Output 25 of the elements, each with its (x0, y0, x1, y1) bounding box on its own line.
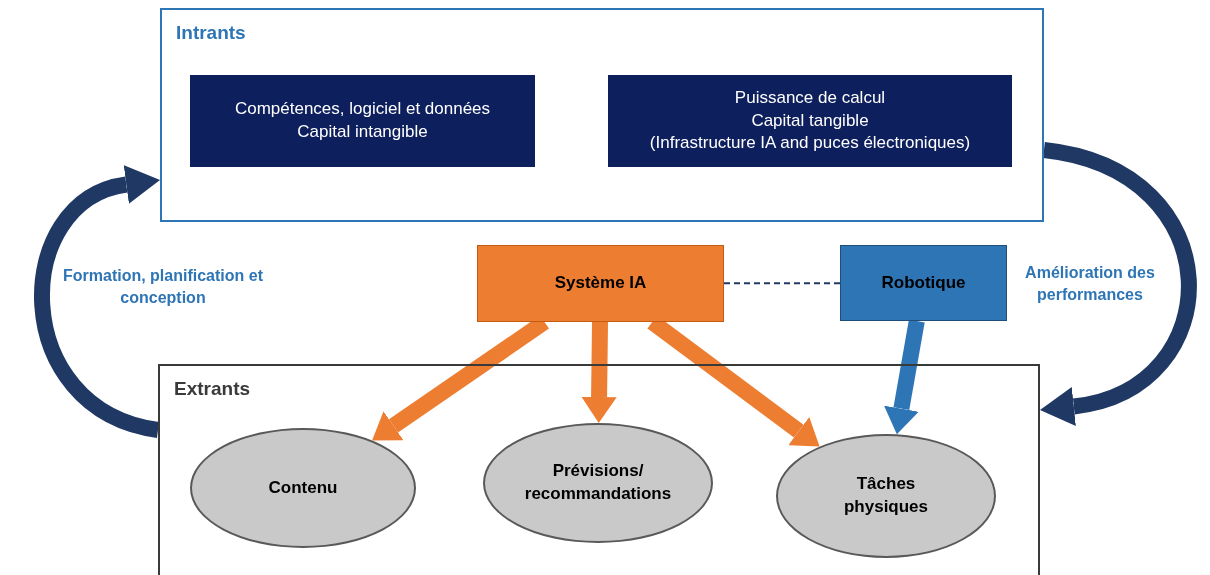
box-text: Puissance de calcul (734, 86, 886, 109)
box-text: (Infrastructure IA and puces électroniques) (649, 132, 971, 155)
process-box (840, 245, 1007, 321)
section-heading: Extrants (174, 378, 251, 400)
edge-label: Formation, planification et conception (62, 266, 264, 309)
box-text: Prévisions/ recommandations (523, 460, 673, 505)
block-arrow (884, 319, 925, 435)
box-text: Capital tangible (751, 109, 869, 132)
output-group-box (158, 364, 1040, 575)
box-text: Compétences, logiciel et données (234, 98, 491, 121)
section-heading: Intrants (176, 22, 246, 44)
box-text: Tâches physiques (842, 473, 930, 518)
box-text: Contenu (268, 476, 338, 499)
process-box (608, 75, 1012, 167)
box-text: Robotique (881, 271, 966, 294)
box-text: Capital intangible (297, 121, 428, 143)
box-text: Système IA (554, 272, 647, 295)
block-arrow (581, 321, 617, 423)
curved-arrow (1040, 142, 1197, 426)
curved-arrow (34, 165, 160, 438)
edge-label: Amélioration des performances (1024, 263, 1156, 306)
input-group-box (160, 8, 1044, 222)
process-box (477, 245, 724, 322)
process-box (190, 75, 535, 167)
dashed-connector (723, 282, 841, 285)
